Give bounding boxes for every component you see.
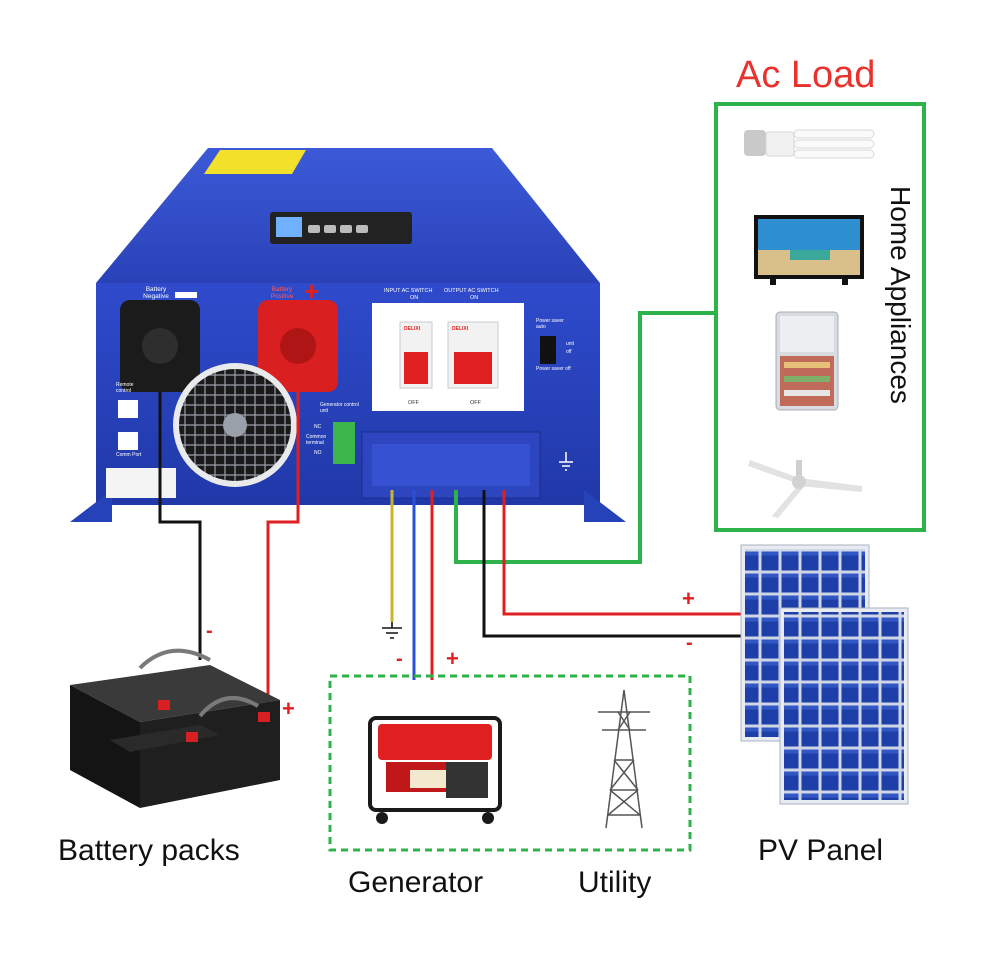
output-off-label: OFF [470, 400, 481, 406]
positive-bolt [280, 328, 316, 364]
rating-label [106, 468, 176, 498]
negative-bolt [142, 328, 178, 364]
battery-negative-wire [158, 392, 202, 660]
comm-port-label: Comm Port [116, 452, 142, 458]
unit-label: unit [566, 341, 575, 347]
ac-terminal-inner [372, 444, 530, 486]
nc-label: NC [314, 424, 322, 430]
cfl-bulb-icon [744, 129, 875, 159]
lcd-button[interactable] [308, 225, 320, 233]
battery-negative-label: Battery Negative [143, 286, 169, 300]
battery-packs-label: Battery packs [58, 834, 240, 867]
output-breaker-lever [454, 352, 492, 384]
output-on-label: ON [470, 295, 479, 301]
pv-negative-wire [482, 490, 748, 638]
remote-control-port [118, 400, 138, 418]
power-saver-off-label: Power saver off [536, 366, 571, 372]
inverter [70, 148, 626, 522]
ground-icon [382, 622, 402, 639]
pv-panels [740, 544, 909, 805]
input-off-label: OFF [408, 400, 419, 406]
generator-label: Generator [348, 866, 484, 899]
source-frame [328, 674, 692, 852]
inverter-foot-left [70, 490, 112, 522]
ac-load-frame [714, 102, 926, 532]
pv-negative-sign: - [686, 632, 693, 654]
pv-positive-wire [502, 490, 748, 616]
utility-tower-icon [598, 689, 650, 829]
inverter-foot-right [584, 490, 626, 522]
lcd-button[interactable] [356, 225, 368, 233]
pv-positive-sign: + [682, 586, 695, 611]
battery-packs [70, 648, 280, 808]
remote-control-label: Remote control [116, 382, 134, 394]
generator-positive-sign: + [446, 646, 459, 671]
ac-load-wire [454, 311, 716, 564]
battery-positive-wire [266, 392, 300, 720]
generator-icon [368, 716, 502, 824]
warning-sticker [204, 150, 306, 174]
battery-positive-sign: + [282, 696, 295, 721]
lcd-button[interactable] [324, 225, 336, 233]
fridge-icon [775, 311, 839, 411]
power-saver-switch[interactable] [540, 336, 556, 364]
delixi-brand-1: DELIXI [404, 326, 421, 332]
power-saver-auto-label: Power saver auto [536, 318, 564, 330]
generator-terminal-block [333, 422, 355, 464]
tv-icon [754, 215, 864, 285]
utility-label: Utility [578, 866, 652, 899]
input-on-label: ON [410, 295, 419, 301]
home-appliances-label: Home Appliances [885, 186, 916, 404]
generator-control-label: Generator control unit [320, 402, 359, 414]
input-breaker-lever [404, 352, 428, 384]
wiring [158, 311, 748, 720]
off-small-label: off [566, 349, 572, 355]
no-label: NO [314, 450, 322, 456]
ceiling-fan-icon [748, 460, 862, 518]
inverter-positive-sign: + [304, 276, 320, 306]
generator-negative-sign: - [396, 648, 403, 670]
battery-negative-sign: - [206, 620, 213, 642]
comm-port [118, 432, 138, 450]
ac-load-title: Ac Load [736, 54, 876, 96]
lcd-screen [276, 217, 302, 237]
pv-panel-label: PV Panel [758, 834, 884, 867]
common-terminal-label: Common terminal [306, 434, 327, 446]
input-ac-switch-label: INPUT AC SWITCH [384, 288, 433, 294]
lcd-button[interactable] [340, 225, 352, 233]
output-ac-switch-label: OUTPUT AC SWITCH [444, 288, 499, 294]
battery-positive-label: Battery Positive [270, 286, 294, 300]
inverter-ground-icon [559, 452, 573, 471]
delixi-brand-2: DELIXI [452, 326, 469, 332]
negative-tag [175, 292, 197, 298]
fan-hub [223, 413, 247, 437]
